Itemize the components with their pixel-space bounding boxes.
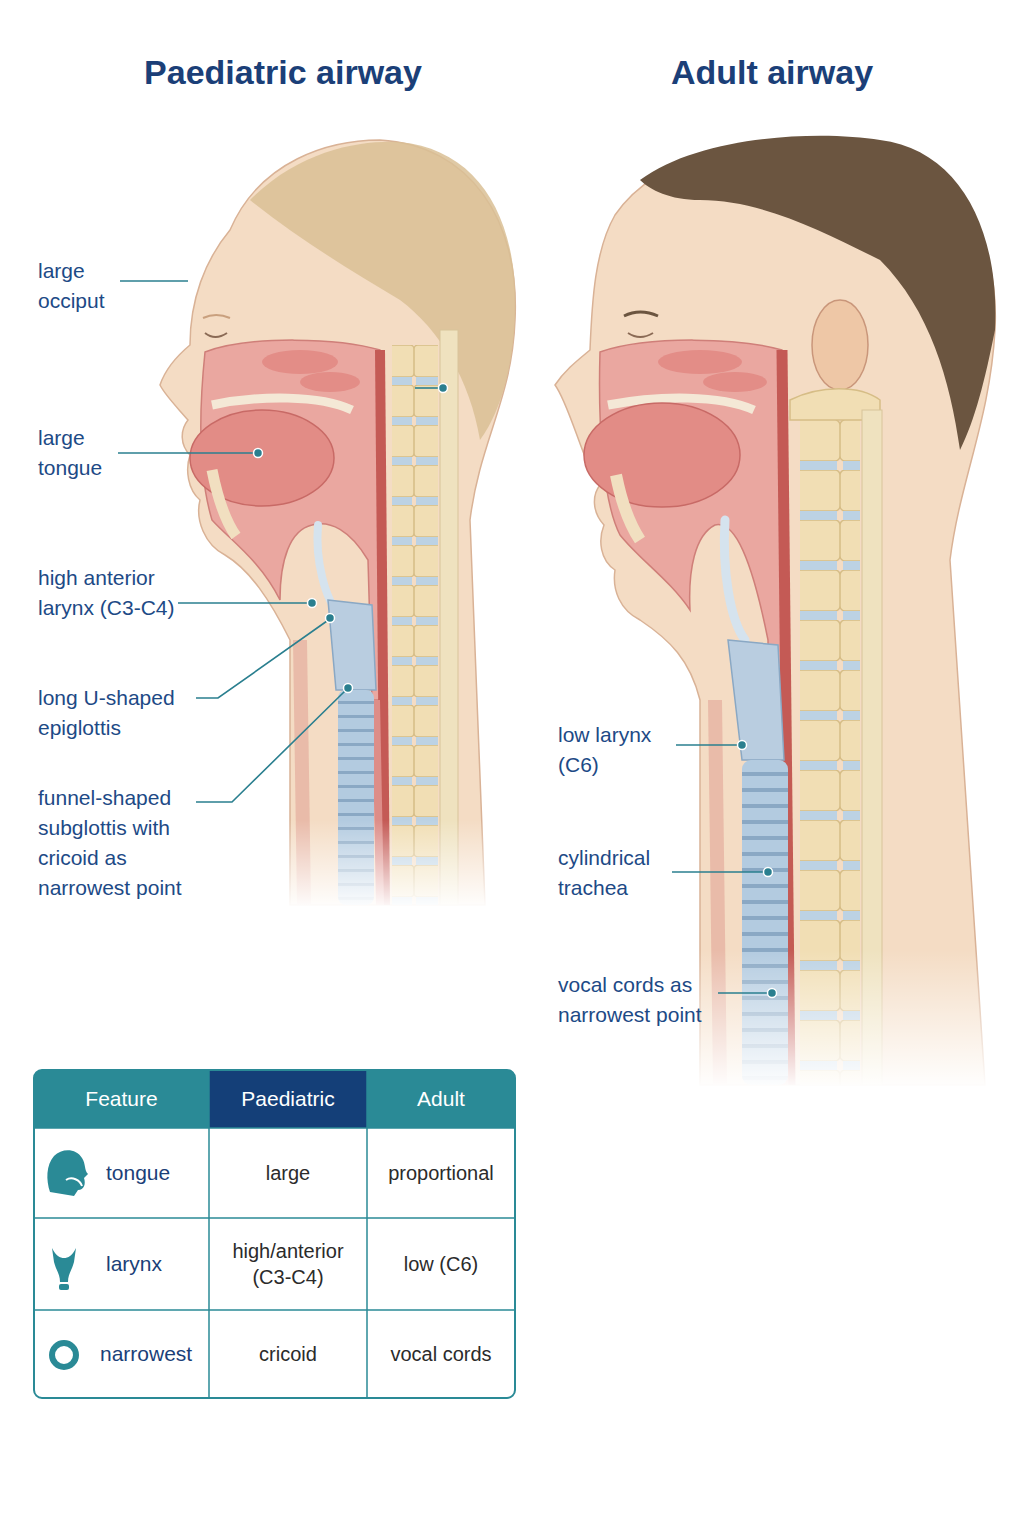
table-cell: large (209, 1128, 367, 1218)
ring-icon (52, 1343, 76, 1367)
table-cell: proportional (367, 1128, 515, 1218)
leader-lines (118, 281, 768, 993)
comparison-table (34, 1070, 515, 1398)
table-cell: vocal cords (367, 1310, 515, 1398)
table-cell: narrowest (94, 1310, 209, 1398)
part-label: large tongue (38, 423, 130, 483)
part-label: cylindrical trachea (558, 843, 672, 903)
tongue-icon (47, 1150, 88, 1196)
part-label: vocal cords as narrowest point (558, 970, 720, 1030)
part-label: long U-shaped epiglottis (38, 683, 198, 743)
table-cell: high/anterior (C3-C4) (209, 1218, 367, 1310)
part-label: large occiput (38, 256, 130, 316)
larynx-icon (52, 1248, 76, 1290)
adult-head (555, 136, 1024, 1090)
table-header: Adult (367, 1070, 515, 1128)
leader-dots (254, 384, 777, 998)
part-label: funnel-shaped subglottis with cricoid as… (38, 783, 200, 903)
table-cell: cricoid (209, 1310, 367, 1398)
table-header: Feature (34, 1070, 209, 1128)
part-label: low larynx (C6) (558, 720, 674, 780)
table-cell: larynx (100, 1218, 209, 1310)
table-cell: low (C6) (367, 1218, 515, 1310)
panel-title: Paediatric airway (0, 52, 566, 93)
part-label: high anterior larynx (C3-C4) (38, 563, 176, 623)
panel-title: Adult airway (520, 52, 1024, 93)
table-header: Paediatric (209, 1070, 367, 1128)
table-cell: tongue (100, 1128, 209, 1218)
paediatric-head (160, 140, 520, 910)
